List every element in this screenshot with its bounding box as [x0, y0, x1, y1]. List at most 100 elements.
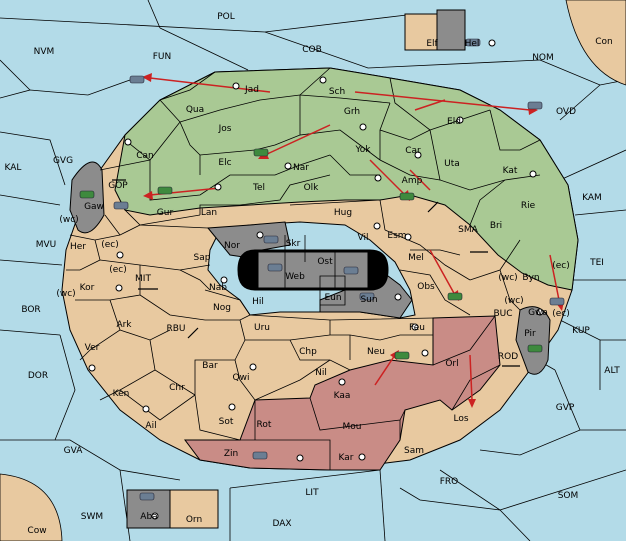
region-label-swm[interactable]: SWM [81, 512, 103, 522]
region-label-rod[interactable]: ROD [498, 352, 518, 362]
region-label-dax[interactable]: DAX [272, 519, 291, 529]
region-label-eld[interactable]: Eld [447, 117, 461, 127]
region-label-chp[interactable]: Chp [299, 347, 317, 357]
region-label-yok[interactable]: Yok [354, 145, 371, 155]
region-label-los[interactable]: Los [453, 414, 468, 424]
region-label-mou[interactable]: Mou [343, 422, 362, 432]
region-label-neu[interactable]: Neu [367, 347, 385, 357]
region-label-orn[interactable]: Orn [186, 515, 202, 525]
region-label-tel[interactable]: Tel [252, 183, 265, 193]
region-label-kup[interactable]: KUP [572, 326, 590, 336]
region-label-web[interactable]: Web [285, 272, 305, 282]
region-label-wc4[interactable]: (wc) [504, 296, 523, 306]
region-label-pir[interactable]: Pir [524, 329, 536, 339]
region-label-kal[interactable]: KAL [5, 163, 22, 173]
region-label-lan[interactable]: Lan [201, 208, 217, 218]
region-label-feu[interactable]: Feu [409, 323, 425, 333]
region-label-obs[interactable]: Obs [417, 282, 435, 292]
region-label-alt[interactable]: ALT [604, 366, 620, 376]
region-label-nom[interactable]: NOM [532, 53, 554, 63]
region-label-nab[interactable]: Nab [209, 283, 227, 293]
region-label-gur[interactable]: Gur [157, 208, 174, 218]
region-label-wc3[interactable]: (wc) [498, 273, 517, 283]
region-label-uru[interactable]: Uru [254, 323, 270, 333]
region-label-wc1[interactable]: (wc) [59, 215, 78, 225]
region-label-ver[interactable]: Ver [85, 343, 100, 353]
region-label-fro[interactable]: FRO [440, 477, 459, 487]
region-label-bri[interactable]: Bri [490, 221, 502, 231]
region-label-sma[interactable]: SMA [458, 225, 478, 235]
region-label-zin[interactable]: Zin [224, 449, 238, 459]
region-label-gvg[interactable]: GVG [53, 156, 73, 166]
region-label-gvp[interactable]: GVP [556, 403, 575, 413]
region-label-qua[interactable]: Qua [186, 105, 204, 115]
region-label-rie[interactable]: Rie [521, 201, 536, 211]
region-label-ec2[interactable]: (ec) [109, 265, 127, 275]
region-label-kam[interactable]: KAM [582, 193, 602, 203]
region-label-ark[interactable]: Ark [116, 320, 132, 330]
region-label-gaw[interactable]: Gaw [84, 202, 104, 212]
region-label-uta[interactable]: Uta [444, 159, 460, 169]
region-label-nvm[interactable]: NVM [34, 47, 55, 57]
region-label-car[interactable]: Car [405, 146, 421, 156]
region-label-grh[interactable]: Grh [344, 107, 360, 117]
region-label-nor[interactable]: Nor [224, 241, 240, 251]
region-label-orl[interactable]: Orl [445, 359, 458, 369]
region-label-esm[interactable]: Esm [387, 231, 406, 241]
region-label-ec1[interactable]: (ec) [101, 240, 119, 250]
region-label-hil[interactable]: Hil [252, 297, 264, 307]
region-label-sun[interactable]: Sun [360, 295, 377, 305]
region-label-lit[interactable]: LIT [305, 488, 319, 498]
region-label-pol[interactable]: POL [217, 12, 235, 22]
region-label-elc[interactable]: Elc [218, 158, 231, 168]
region-label-jos[interactable]: Jos [218, 124, 232, 134]
region-label-bar[interactable]: Bar [202, 361, 218, 371]
region-label-nog[interactable]: Nog [213, 303, 231, 313]
region-label-ken[interactable]: Ken [113, 389, 130, 399]
region-label-olk[interactable]: Olk [304, 183, 320, 193]
region-label-rot[interactable]: Rot [257, 420, 272, 430]
region-label-sap[interactable]: Sap [194, 253, 211, 263]
region-label-elf[interactable]: Elf [426, 39, 438, 49]
region-label-can[interactable]: Can [136, 151, 154, 161]
region-label-jad[interactable]: Jad [244, 85, 259, 95]
region-label-buc[interactable]: BUC [493, 309, 512, 319]
region-label-cob[interactable]: COB [302, 45, 322, 55]
region-label-ec4[interactable]: (ec) [552, 309, 570, 319]
region-label-her[interactable]: Her [70, 242, 86, 252]
region-label-cow[interactable]: Cow [27, 526, 46, 536]
region-label-kor[interactable]: Kor [80, 283, 95, 293]
region-label-ec3[interactable]: (ec) [552, 261, 570, 271]
region-label-gwa[interactable]: Gwa [528, 308, 548, 318]
region-label-skr[interactable]: Skr [286, 239, 301, 249]
region-label-chr[interactable]: Chr [169, 383, 185, 393]
region-label-qwi[interactable]: Qwi [233, 373, 250, 383]
region-label-hug[interactable]: Hug [334, 208, 352, 218]
region-label-mel[interactable]: Mel [408, 253, 424, 263]
region-label-aba[interactable]: Aba [140, 512, 157, 522]
region-label-sot[interactable]: Sot [219, 417, 234, 427]
region-label-kat[interactable]: Kat [503, 166, 518, 176]
region-label-rbu[interactable]: RBU [166, 324, 185, 334]
region-label-con[interactable]: Con [595, 37, 613, 47]
region-label-nar[interactable]: Nar [293, 163, 309, 173]
region-label-byn[interactable]: Byn [522, 273, 539, 283]
region-label-bor[interactable]: BOR [21, 305, 40, 315]
region-label-nil[interactable]: Nil [315, 368, 327, 378]
region-label-tei[interactable]: TEI [589, 258, 604, 268]
region-label-kar[interactable]: Kar [339, 453, 354, 463]
region-label-mvu[interactable]: MVU [36, 240, 57, 250]
region-label-hel[interactable]: Hel [465, 39, 480, 49]
region-label-gop[interactable]: GOP [108, 181, 128, 191]
region-label-gva[interactable]: GVA [64, 446, 84, 456]
region-label-fun[interactable]: FUN [153, 52, 172, 62]
region-label-kaa[interactable]: Kaa [334, 391, 351, 401]
region-label-eun[interactable]: Eun [324, 293, 341, 303]
region-label-ost[interactable]: Ost [317, 257, 333, 267]
region-label-wc2[interactable]: (wc) [56, 289, 75, 299]
region-label-mit[interactable]: MIT [135, 274, 151, 284]
region-label-ovd[interactable]: OVD [556, 107, 576, 117]
region-label-sam[interactable]: Sam [404, 446, 424, 456]
